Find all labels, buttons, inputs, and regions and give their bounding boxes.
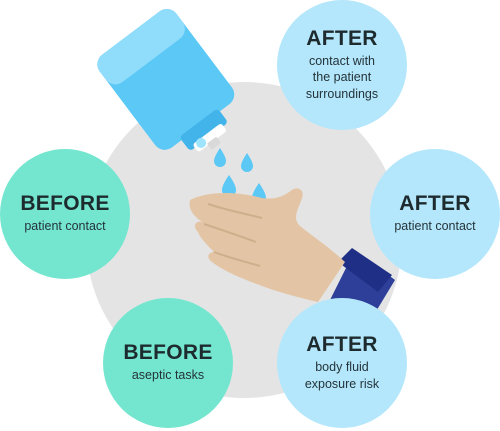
moment-heading: BEFORE — [20, 192, 110, 216]
moment-description-line: exposure risk — [304, 376, 380, 391]
moment-heading: BEFORE — [123, 341, 213, 365]
moment-description-line: surroundings — [305, 86, 379, 101]
moment-after-fluid: AFTER body fluid exposure risk — [277, 298, 407, 428]
moment-description-line: patient contact — [24, 219, 106, 234]
moment-heading: AFTER — [306, 27, 378, 51]
sanitizer-bottle-icon — [97, 9, 235, 152]
moment-description-line: aseptic tasks — [131, 368, 205, 383]
moment-heading: AFTER — [306, 333, 378, 357]
moment-before-patient: BEFORE patient contact — [0, 149, 130, 279]
moment-description-line: patient contact — [394, 219, 476, 234]
moment-after-patient: AFTER patient contact — [370, 149, 500, 279]
moment-description-line: contact with — [308, 54, 375, 69]
moment-description-line: the patient — [312, 70, 372, 85]
moment-description-line: body fluid — [315, 360, 369, 375]
moment-after-surroundings: AFTER contact with the patient surroundi… — [277, 0, 407, 130]
moment-before-aseptic: BEFORE aseptic tasks — [103, 298, 233, 428]
moment-heading: AFTER — [399, 192, 471, 216]
